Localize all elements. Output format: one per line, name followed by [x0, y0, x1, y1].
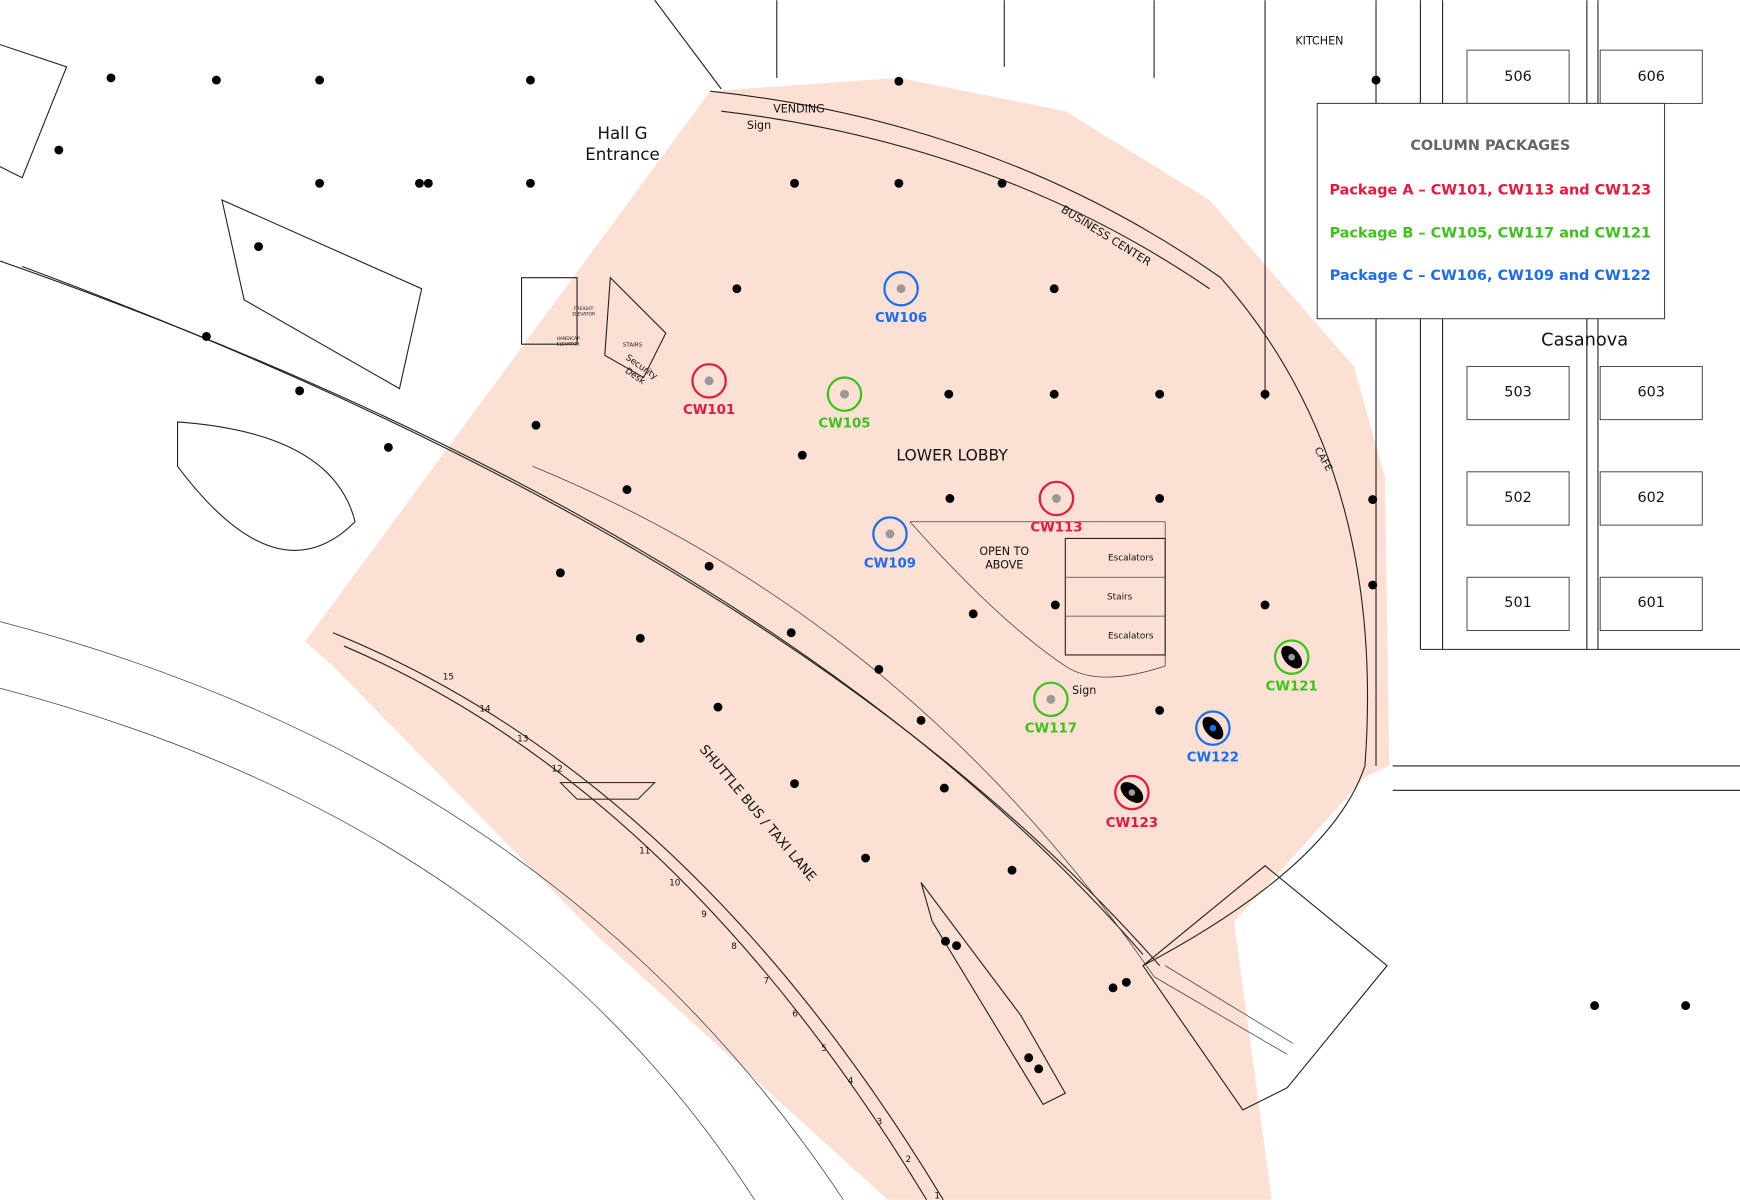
- bay-number: 13: [517, 734, 528, 744]
- marker-label: CW109: [864, 556, 916, 571]
- marker-cw105[interactable]: CW105: [818, 376, 871, 432]
- room-502: 502: [1504, 490, 1532, 506]
- escalators-label: Escalators: [1108, 554, 1154, 564]
- open-to-above-label-2: ABOVE: [985, 558, 1023, 571]
- room-602: 602: [1637, 490, 1665, 506]
- marker-label: CW106: [875, 311, 927, 326]
- handicap-elevator-label: HANDICAP: [557, 336, 580, 342]
- bay-number: 14: [479, 705, 491, 715]
- marker-label: CW101: [683, 403, 735, 418]
- bay-number: 11: [639, 847, 650, 857]
- legend-box: COLUMN PACKAGES Package A – CW101, CW113…: [1316, 102, 1666, 320]
- kitchen-label: KITCHEN: [1295, 35, 1343, 48]
- hatched-area: [559, 781, 657, 800]
- column-markers: CW101 CW105 CW106 CW109 CW113 CW117 CW12…: [683, 270, 1318, 831]
- marker-label: CW121: [1266, 679, 1318, 694]
- legend-title: COLUMN PACKAGES: [1410, 138, 1570, 154]
- marker-cw106[interactable]: CW106: [875, 270, 927, 326]
- hall-g-label: Hall G: [597, 124, 647, 143]
- highlighted-lobby-area: [305, 77, 1390, 1200]
- sign-label: Sign: [747, 119, 771, 132]
- sign-label: Sign: [1072, 684, 1096, 697]
- marker-cw113[interactable]: CW113: [1030, 480, 1083, 536]
- stairs-small-label: STAIRS: [623, 342, 643, 348]
- legend-package-b: Package B – CW105, CW117 and CW121: [1330, 226, 1651, 242]
- room-501: 501: [1504, 595, 1532, 611]
- room-603: 603: [1637, 384, 1665, 400]
- marker-cw121[interactable]: CW121: [1266, 639, 1318, 695]
- bay-number: 4: [848, 1076, 854, 1086]
- casanova-label: Casanova: [1541, 330, 1628, 350]
- legend-package-a: Package A – CW101, CW113 and CW123: [1329, 182, 1651, 198]
- marker-label: CW122: [1187, 750, 1239, 765]
- marker-label: CW123: [1106, 816, 1158, 831]
- room-606: 606: [1637, 69, 1665, 85]
- open-to-above-label: OPEN TO: [979, 545, 1029, 558]
- marker-cw101[interactable]: CW101: [683, 363, 735, 418]
- structural-columns: [54, 73, 1691, 1074]
- bay-number: 7: [763, 976, 769, 986]
- legend-package-c: Package C – CW106, CW109 and CW122: [1330, 268, 1651, 284]
- bay-number: 3: [877, 1117, 883, 1127]
- bay-number: 9: [701, 910, 707, 920]
- bay-number: 5: [821, 1044, 827, 1054]
- handicap-elevator-label-2: ELEVATOR: [557, 341, 580, 347]
- bay-number: 10: [669, 879, 681, 889]
- hall-g-label-2: Entrance: [585, 145, 660, 164]
- bay-number: 6: [792, 1010, 798, 1020]
- bay-number: 15: [443, 672, 454, 682]
- bay-number: 8: [731, 942, 737, 952]
- bay-number: 1: [934, 1192, 940, 1200]
- marker-label: CW105: [818, 416, 870, 431]
- bay-number: 12: [552, 764, 563, 774]
- lower-lobby-label: LOWER LOBBY: [896, 447, 1008, 465]
- stairs-label: Stairs: [1107, 592, 1133, 602]
- marker-cw117[interactable]: CW117: [1025, 681, 1077, 737]
- escalators-label: Escalators: [1108, 631, 1154, 641]
- marker-label: CW113: [1030, 521, 1082, 536]
- marker-cw122[interactable]: CW122: [1187, 710, 1239, 766]
- room-601: 601: [1637, 595, 1665, 611]
- marker-cw123[interactable]: CW123: [1106, 774, 1158, 831]
- bus-bay-numbers: 1 2 3 4 5 6 7 8 9 10 11 12 13 14 15: [443, 672, 940, 1200]
- marker-label: CW117: [1025, 722, 1077, 737]
- vending-label: VENDING: [773, 102, 825, 115]
- room-506: 506: [1504, 69, 1532, 85]
- marker-cw109[interactable]: CW109: [864, 516, 916, 571]
- room-503: 503: [1504, 384, 1532, 400]
- freight-elevator-label: FREIGHT: [574, 306, 593, 312]
- bay-number: 2: [906, 1155, 912, 1165]
- room-numbers: 506 606 503 603 502 602 501 601: [1504, 69, 1665, 611]
- freight-elevator-label-2: ELEVATOR: [572, 311, 595, 317]
